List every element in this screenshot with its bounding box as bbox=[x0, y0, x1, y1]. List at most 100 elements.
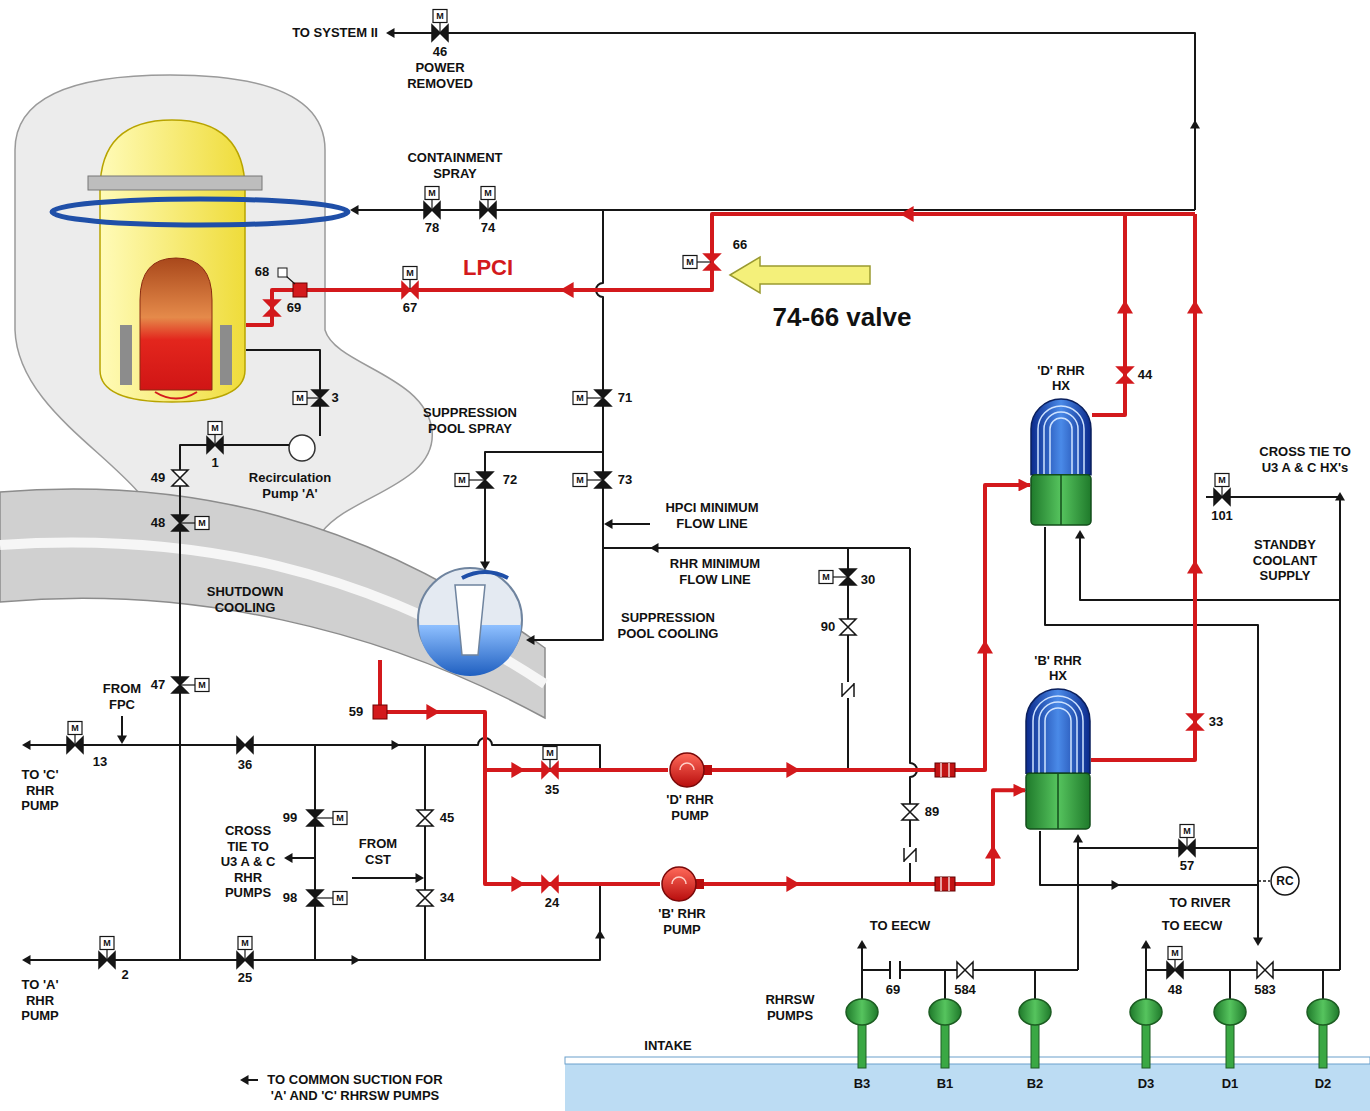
drywell-outline bbox=[15, 75, 432, 532]
flow-arrow bbox=[1253, 938, 1263, 947]
rhr-pump: 'D' RHR PUMP bbox=[668, 752, 712, 788]
valve-number: 47 bbox=[151, 677, 165, 693]
pipe bbox=[534, 210, 603, 640]
motor-operator-box bbox=[1180, 825, 1194, 838]
pipe-label: CROSS TIE TO U3 A & C HX's bbox=[1253, 444, 1357, 475]
red-flow-pipe bbox=[387, 712, 660, 884]
motor-operator-letter: M bbox=[198, 681, 206, 690]
pipe bbox=[424, 745, 426, 960]
valve-symbol bbox=[1257, 962, 1273, 978]
node-label: 'D' RHR PUMP bbox=[655, 792, 725, 823]
valve-number: 25 bbox=[238, 970, 252, 986]
valve-number: 1 bbox=[211, 455, 218, 471]
valve-symbol bbox=[957, 962, 973, 978]
flow-arrow bbox=[22, 740, 31, 750]
pump-shaft bbox=[941, 1022, 949, 1068]
valve-number: 69 bbox=[886, 982, 900, 998]
valve-number: 46 bbox=[433, 44, 447, 60]
valve-number: 101 bbox=[1211, 508, 1233, 524]
pump-impeller bbox=[672, 877, 686, 884]
pipe bbox=[1145, 946, 1147, 970]
valve-number: 68 bbox=[255, 264, 269, 280]
motor-operator-letter: M bbox=[436, 12, 444, 21]
red-flow-connector bbox=[704, 790, 1025, 884]
valve-symbol bbox=[1214, 489, 1230, 505]
jet-pump bbox=[220, 325, 232, 385]
pipe-label: TO EECW bbox=[870, 918, 930, 934]
node-outline bbox=[660, 866, 704, 902]
red-flow-pipe bbox=[246, 290, 293, 325]
node-label: 'D' RHR HX bbox=[1029, 363, 1093, 394]
pipe bbox=[392, 33, 1195, 210]
node-label: 'B' RHR PUMP bbox=[647, 906, 717, 937]
test-square bbox=[278, 268, 287, 277]
hx-tube bbox=[1050, 418, 1072, 475]
valve-symbol bbox=[424, 202, 440, 218]
flow-arrow bbox=[900, 206, 914, 222]
valve-number: 98 bbox=[283, 890, 297, 906]
intake-edge bbox=[565, 1057, 1370, 1064]
flow-arrow bbox=[1190, 120, 1200, 129]
valve-symbol bbox=[307, 810, 323, 826]
valve-symbol bbox=[595, 390, 611, 406]
flow-arrow bbox=[426, 704, 440, 720]
motor-operator-box bbox=[333, 892, 347, 905]
spectacle-blind bbox=[890, 961, 900, 979]
rhrsw-pump bbox=[1307, 999, 1339, 1025]
motor-operator-letter: M bbox=[484, 189, 492, 198]
pipe-label: STANDBY COOLANT SUPPLY bbox=[1245, 537, 1325, 584]
pipe bbox=[1040, 831, 1258, 885]
motor-operator-letter: M bbox=[822, 573, 830, 582]
rhrsw-pump bbox=[1214, 999, 1246, 1025]
flow-arrow bbox=[386, 28, 395, 38]
pipe bbox=[352, 877, 416, 879]
controller-circle: RC bbox=[1270, 866, 1300, 896]
motor-operator-letter: M bbox=[211, 424, 219, 433]
valve-symbol bbox=[542, 762, 558, 778]
intake-water bbox=[565, 1060, 1370, 1111]
pipe bbox=[246, 350, 320, 436]
pipe-label: D1 bbox=[1222, 1076, 1239, 1092]
motor-operator-box bbox=[100, 937, 114, 950]
pipe bbox=[603, 547, 910, 549]
red-flow-pipe bbox=[1092, 214, 1125, 415]
hx-channel-head bbox=[1031, 475, 1091, 525]
controller-outline bbox=[1271, 867, 1299, 895]
hx-tube bbox=[1044, 412, 1078, 475]
flow-element-mark bbox=[941, 763, 949, 777]
valve-number: 3 bbox=[331, 390, 338, 406]
motor-operator-letter: M bbox=[458, 476, 466, 485]
valve-number: 44 bbox=[1138, 367, 1152, 383]
valve-number: 34 bbox=[440, 890, 454, 906]
flow-arrow bbox=[240, 1075, 249, 1085]
valve-symbol bbox=[237, 952, 253, 968]
motor-operator-letter: M bbox=[686, 258, 694, 267]
valve-number: 66 bbox=[733, 237, 747, 253]
motor-operator-letter: M bbox=[576, 476, 584, 485]
torus-band bbox=[0, 489, 545, 718]
pipe-label: D2 bbox=[1315, 1076, 1332, 1092]
flow-arrow bbox=[604, 519, 613, 529]
valve-symbol bbox=[417, 810, 433, 826]
callout-arrow bbox=[730, 257, 870, 293]
motor-operator-box bbox=[293, 392, 307, 405]
pipe-label: POWER REMOVED bbox=[405, 60, 475, 91]
valve-symbol bbox=[402, 282, 418, 298]
flow-arrow bbox=[1075, 530, 1085, 539]
valve-symbol bbox=[237, 737, 253, 753]
valve-symbol bbox=[307, 890, 323, 906]
motor-operator-letter: M bbox=[296, 394, 304, 403]
pipe-label: FROM CST bbox=[348, 836, 408, 867]
pipe-label: B1 bbox=[937, 1076, 954, 1092]
motor-operator-box bbox=[543, 747, 557, 760]
valve-number: 99 bbox=[283, 810, 297, 826]
valve-symbol bbox=[480, 202, 496, 218]
node-label: RC bbox=[1276, 874, 1293, 888]
valve-symbol bbox=[1117, 367, 1133, 383]
flow-arrow bbox=[857, 940, 867, 949]
motor-operator-letter: M bbox=[71, 724, 79, 733]
pipe bbox=[485, 452, 603, 562]
motor-operator-box bbox=[481, 187, 495, 200]
